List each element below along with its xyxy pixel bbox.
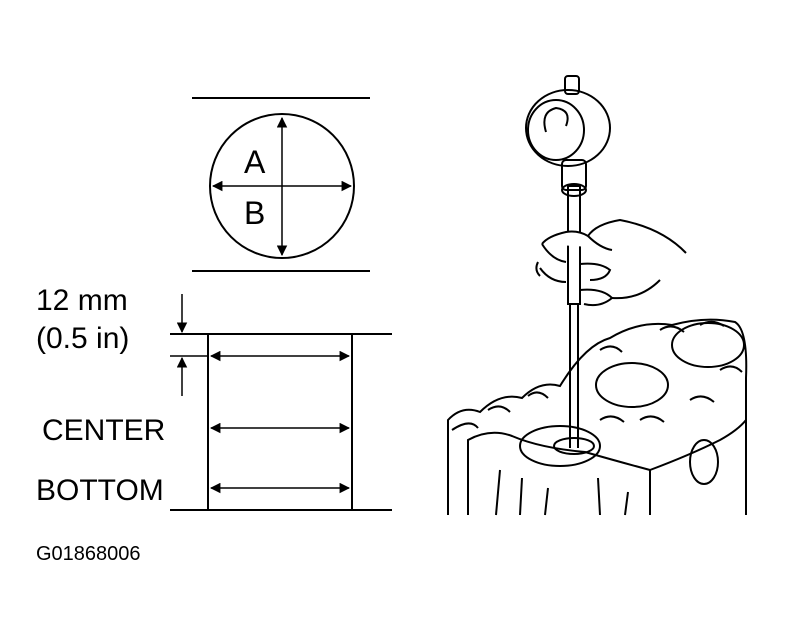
offset-mm-label: 12 mm <box>36 284 128 317</box>
diameter-a-label: A <box>244 144 266 180</box>
engine-block <box>447 318 748 516</box>
bore-circle <box>209 113 355 259</box>
bore-top-view: A B <box>192 97 370 272</box>
dial-body <box>525 89 611 167</box>
center-label: CENTER <box>42 414 165 447</box>
hand-holding-gauge <box>535 218 687 307</box>
dial-stem <box>561 159 587 191</box>
bore-side-view: 12 mm (0.5 in) CENTER BOTTOM <box>36 284 392 511</box>
dial-cap <box>564 75 580 95</box>
dial-indicator <box>525 75 611 197</box>
bore-gauge-illustration <box>447 75 748 516</box>
bore-gauge-rod <box>553 185 595 455</box>
diameter-b-label: B <box>244 195 265 231</box>
dial-needle-icon <box>543 106 569 133</box>
offset-in-label: (0.5 in) <box>36 322 129 355</box>
figure-code-label: G01868006 <box>36 543 141 565</box>
dial-face <box>527 99 585 161</box>
bottom-label: BOTTOM <box>36 474 164 507</box>
gauge-head <box>553 437 595 455</box>
